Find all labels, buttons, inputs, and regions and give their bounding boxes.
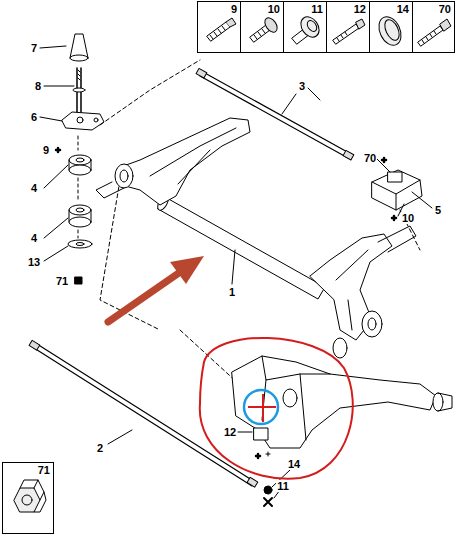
callout-number: 4 (30, 182, 38, 194)
callout-number: 4 (30, 232, 38, 244)
part-box: 14 (369, 1, 413, 53)
callout-number: 12 (223, 426, 237, 438)
part-box: 71 (2, 462, 54, 534)
callout-number: 71 (55, 275, 69, 287)
plate-6 (62, 112, 104, 130)
part-box: 9 (197, 1, 241, 53)
bolt-icon-11 (292, 13, 323, 44)
callout-number: 8 (34, 80, 42, 92)
callout-number: 6 (30, 111, 38, 123)
callout-number: 1 (228, 286, 236, 298)
washer-13 (68, 240, 92, 248)
plus-marker (56, 148, 60, 152)
callout-number: 7 (30, 42, 38, 54)
callout-number: 10 (241, 2, 283, 15)
callout-number: 11 (276, 480, 290, 492)
cross-marker-11 (264, 498, 272, 506)
highlight-ellipse (200, 338, 353, 479)
bushing-4-top (69, 155, 91, 175)
mount-5 (372, 170, 422, 210)
bolt-icon-70 (418, 19, 451, 46)
callout-number: 3 (298, 80, 306, 92)
callout-number: 14 (287, 458, 301, 470)
left-trailing-arm (96, 118, 250, 205)
bump-stop-7 (70, 34, 88, 61)
callout-number: 14 (370, 2, 412, 15)
washer-icon-14 (375, 13, 406, 49)
part-box: 12 (326, 1, 370, 53)
screw-icon-9 (207, 18, 236, 41)
bar-2 (29, 340, 258, 487)
plus-marker (392, 216, 396, 220)
callout-number: 70 (413, 2, 454, 15)
pointer-arrow (108, 256, 204, 322)
highlight-circle (244, 390, 278, 424)
callout-number: 71 (3, 463, 53, 476)
callout-number: 13 (27, 256, 41, 268)
screw-icon-10 (250, 16, 280, 42)
callout-number: 10 (401, 212, 415, 224)
nut-icon-71 (14, 480, 46, 512)
part-box: 11 (283, 1, 327, 53)
right-trailing-arm (310, 226, 416, 358)
callout-number: 9 (198, 2, 240, 15)
callout-number: 12 (327, 2, 369, 15)
callout-number: 9 (42, 144, 50, 156)
callout-number: 2 (96, 442, 104, 454)
red-cross (248, 394, 276, 422)
callout-number: 11 (284, 2, 326, 15)
bolt-icon-12 (333, 19, 365, 44)
washer-dot-14 (264, 486, 272, 494)
axle-tube-1 (156, 194, 325, 299)
detail-arm (232, 356, 452, 448)
callout-number: 70 (363, 152, 377, 164)
plus-marker (382, 158, 386, 162)
stud-8 (73, 68, 85, 112)
bushing-4-bottom (69, 205, 91, 227)
part-box: 10 (240, 1, 284, 53)
nut-symbol-71 (75, 277, 82, 284)
plus-marker (256, 454, 260, 458)
callout-number: 5 (434, 204, 442, 216)
part-box: 70 (412, 1, 455, 53)
